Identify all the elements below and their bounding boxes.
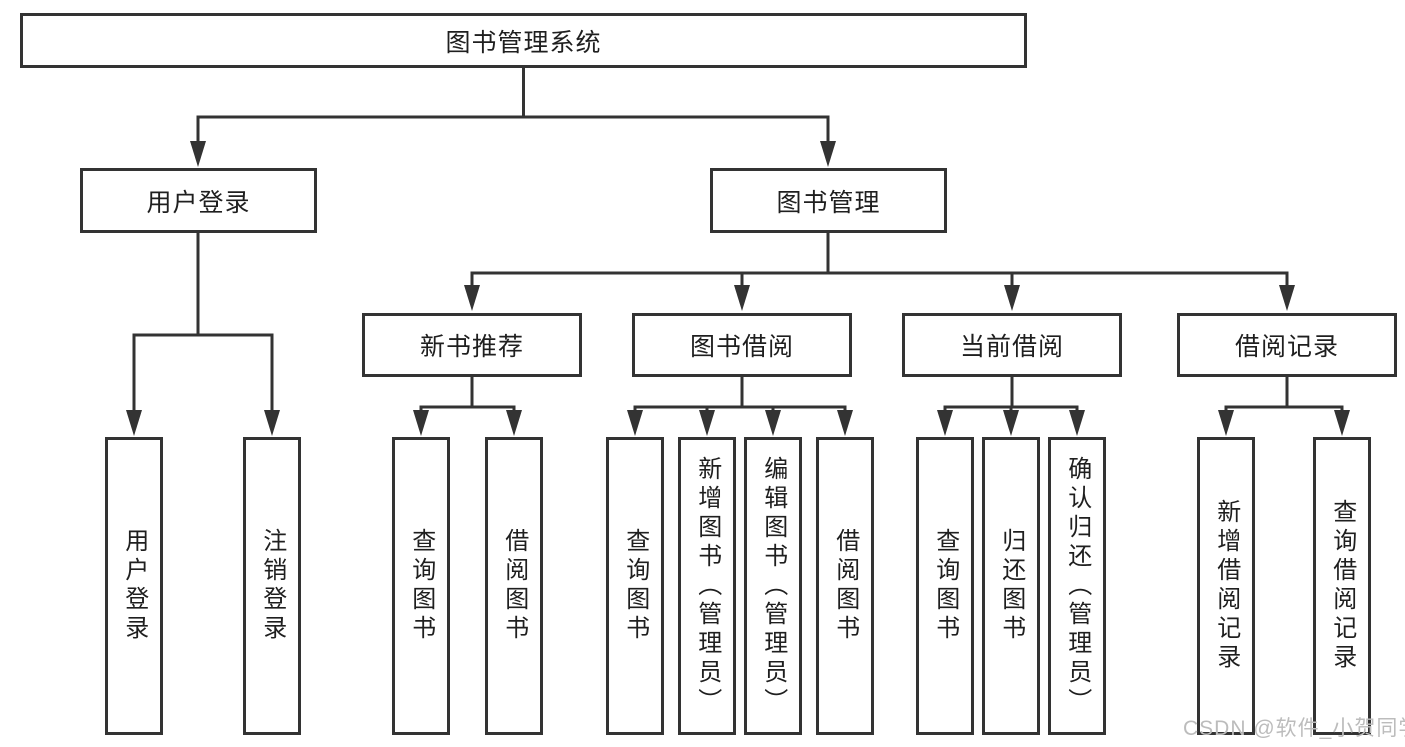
node-book-borrowing: 图书借阅: [632, 313, 852, 377]
node-user-login: 用户登录: [80, 168, 317, 233]
connector-user-login-branch: [126, 233, 280, 436]
connector-borrow-records-branch: [1218, 377, 1350, 436]
leaf-borrow-books: 借阅图书: [816, 437, 874, 735]
leaf-user-login: 用户登录: [105, 437, 163, 735]
leaf-edit-books-admin: 编辑图书（管理员）: [744, 437, 802, 735]
leaf-borrow-books: 借阅图书: [485, 437, 543, 735]
watermark: CSDN @软件_小贺同学: [1183, 717, 1405, 740]
leaf-query-books: 查询图书: [392, 437, 450, 735]
node-borrowing-records: 借阅记录: [1177, 313, 1397, 377]
connector-root-to-level2: [190, 68, 836, 167]
connector-current-borrowing-branch: [937, 377, 1085, 436]
leaf-logout: 注销登录: [243, 437, 301, 735]
leaf-confirm-return-admin: 确认归还（管理员）: [1048, 437, 1106, 735]
node-book-management: 图书管理: [710, 168, 947, 233]
root-node-library-system: 图书管理系统: [20, 13, 1027, 68]
connector-book-borrowing-branch: [627, 377, 853, 436]
node-current-borrowing: 当前借阅: [902, 313, 1122, 377]
leaf-add-borrow-record: 新增借阅记录: [1197, 437, 1255, 735]
leaf-query-books: 查询图书: [916, 437, 974, 735]
connector-book-mgmt-branch: [464, 233, 1295, 311]
node-new-book-recommendation: 新书推荐: [362, 313, 582, 377]
leaf-return-books: 归还图书: [982, 437, 1040, 735]
leaf-query-books: 查询图书: [606, 437, 664, 735]
leaf-add-books-admin: 新增图书（管理员）: [678, 437, 736, 735]
leaf-query-borrow-record: 查询借阅记录: [1313, 437, 1371, 735]
connector-new-book-branch: [413, 377, 522, 436]
